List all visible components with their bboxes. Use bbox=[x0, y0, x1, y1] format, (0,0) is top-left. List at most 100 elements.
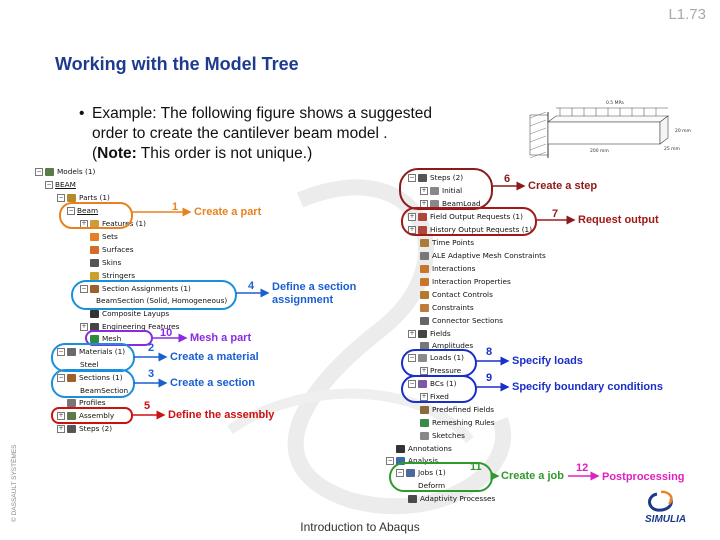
collapse-toggle-icon[interactable]: − bbox=[386, 457, 394, 465]
collapse-toggle-icon[interactable]: − bbox=[57, 194, 65, 202]
expand-toggle-icon[interactable]: + bbox=[408, 330, 416, 338]
step-number-6: 6 bbox=[504, 173, 511, 185]
collapse-toggle-icon[interactable]: − bbox=[396, 469, 404, 477]
collapse-toggle-icon[interactable]: − bbox=[57, 374, 65, 382]
collapse-toggle-icon[interactable]: − bbox=[408, 354, 416, 362]
label-assignment: assignment bbox=[272, 294, 334, 306]
expand-toggle-icon[interactable]: + bbox=[408, 226, 416, 234]
tree-item-predefined-fields[interactable]: Predefined Fields bbox=[420, 404, 494, 415]
tree-item-steel[interactable]: Steel bbox=[80, 360, 99, 369]
footer-text: Introduction to Abaqus bbox=[300, 520, 420, 534]
collapse-toggle-icon[interactable]: − bbox=[408, 174, 416, 182]
tree-item-composite-layups[interactable]: Composite Layups bbox=[90, 308, 169, 319]
tree-item-sketches[interactable]: Sketches bbox=[420, 430, 465, 441]
annotations-icon bbox=[396, 445, 405, 453]
tree-item-constraints[interactable]: Constraints bbox=[420, 302, 474, 313]
tree-item-contact-controls[interactable]: Contact Controls bbox=[420, 289, 493, 300]
label-mesh-part: Mesh a part bbox=[190, 332, 252, 344]
simulia-logo: SIMULIA bbox=[643, 490, 703, 534]
tree-item-deform[interactable]: Deform bbox=[418, 481, 446, 490]
expand-toggle-icon[interactable]: + bbox=[57, 412, 65, 420]
tree-item-time-points[interactable]: Time Points bbox=[420, 237, 474, 248]
label-create-section: Create a section bbox=[170, 377, 255, 389]
analysis-icon bbox=[396, 457, 405, 465]
tree-item-fixed[interactable]: +Fixed bbox=[420, 392, 449, 401]
sections-icon bbox=[67, 374, 76, 382]
note-text: This order is not unique.) bbox=[136, 145, 313, 162]
label-create-job: Create a job bbox=[501, 470, 564, 482]
stringers-icon bbox=[90, 272, 99, 280]
tree-item-models[interactable]: −Models (1) bbox=[35, 167, 96, 176]
tree-item-analysis[interactable]: −Analysis bbox=[386, 456, 439, 465]
tree-item-connector-sections[interactable]: Connector Sections bbox=[420, 315, 503, 326]
tree-item-sets[interactable]: Sets bbox=[90, 231, 118, 242]
collapse-toggle-icon[interactable]: − bbox=[67, 207, 75, 215]
tree-item-step-initial[interactable]: +Initial bbox=[420, 186, 463, 195]
tree-item-surfaces[interactable]: Surfaces bbox=[90, 244, 134, 255]
tree-item-beamsection[interactable]: BeamSection bbox=[80, 386, 129, 395]
collapse-toggle-icon[interactable]: − bbox=[80, 285, 88, 293]
connector-sections-icon bbox=[420, 317, 429, 325]
tree-item-mesh[interactable]: Mesh bbox=[90, 333, 121, 344]
tree-item-steps[interactable]: −Steps (2) bbox=[408, 173, 464, 182]
tree-item-pressure[interactable]: +Pressure bbox=[420, 366, 462, 375]
tree-item-field-output[interactable]: +Field Output Requests (1) bbox=[408, 212, 523, 221]
tree-item-parts[interactable]: −Parts (1) bbox=[57, 193, 110, 202]
tree-item-remeshing-rules[interactable]: Remeshing Rules bbox=[420, 417, 495, 428]
label-request-output: Request output bbox=[578, 214, 659, 226]
expand-toggle-icon[interactable]: + bbox=[420, 393, 428, 401]
collapse-toggle-icon[interactable]: − bbox=[57, 348, 65, 356]
step-number-1: 1 bbox=[172, 201, 179, 213]
step-number-12: 12 bbox=[576, 462, 589, 474]
tree-item-skins[interactable]: Skins bbox=[90, 257, 121, 268]
tree-item-sections[interactable]: −Sections (1) bbox=[57, 373, 123, 382]
expand-toggle-icon[interactable]: + bbox=[420, 367, 428, 375]
tree-item-profiles[interactable]: Profiles bbox=[67, 397, 106, 408]
label-create-material: Create a material bbox=[170, 351, 259, 363]
tree-item-steps[interactable]: +Steps (2) bbox=[57, 424, 113, 433]
surfaces-icon bbox=[90, 246, 99, 254]
tree-item-assembly[interactable]: +Assembly bbox=[57, 411, 115, 420]
expand-toggle-icon[interactable]: + bbox=[57, 425, 65, 433]
expand-toggle-icon[interactable]: + bbox=[420, 187, 428, 195]
tree-item-stringers[interactable]: Stringers bbox=[90, 270, 135, 281]
tree-item-fields[interactable]: +Fields bbox=[408, 329, 451, 338]
expand-toggle-icon[interactable]: + bbox=[408, 213, 416, 221]
tree-item-engineering-features[interactable]: +Engineering Features bbox=[80, 322, 180, 331]
tree-item-adaptivity-processes[interactable]: Adaptivity Processes bbox=[408, 493, 495, 504]
tree-item-materials[interactable]: −Materials (1) bbox=[57, 347, 126, 356]
tree-item-beamsection-assignment[interactable]: BeamSection (Solid, Homogeneous) bbox=[96, 296, 228, 305]
sets-icon bbox=[90, 233, 99, 241]
tree-item-interactions[interactable]: Interactions bbox=[420, 263, 475, 274]
ale-icon bbox=[420, 252, 429, 260]
collapse-toggle-icon[interactable]: − bbox=[45, 181, 53, 189]
predefined-fields-icon bbox=[420, 406, 429, 414]
tree-item-jobs[interactable]: −Jobs (1) bbox=[396, 468, 446, 477]
label-specify-loads: Specify loads bbox=[512, 355, 583, 367]
bullet-line-1: Example: The following figure shows a su… bbox=[92, 105, 433, 122]
tree-item-part-beam[interactable]: −Beam bbox=[67, 206, 99, 215]
tree-item-bcs[interactable]: −BCs (1) bbox=[408, 379, 457, 388]
tree-item-beam-model[interactable]: −BEAM bbox=[45, 180, 76, 189]
tree-item-history-output[interactable]: +History Output Requests (1) bbox=[408, 225, 533, 234]
tree-item-annotations[interactable]: Annotations bbox=[396, 443, 452, 454]
tree-item-section-assignments[interactable]: −Section Assignments (1) bbox=[80, 284, 191, 293]
expand-toggle-icon[interactable]: + bbox=[80, 323, 88, 331]
collapse-toggle-icon[interactable]: − bbox=[35, 168, 43, 176]
tree-item-amplitudes[interactable]: Amplitudes bbox=[420, 340, 473, 351]
interactions-icon bbox=[420, 265, 429, 273]
step-number-8: 8 bbox=[486, 346, 493, 358]
steps-icon bbox=[418, 174, 427, 182]
materials-icon bbox=[67, 348, 76, 356]
mesh-icon bbox=[90, 335, 99, 343]
sketches-icon bbox=[420, 432, 429, 440]
collapse-toggle-icon[interactable]: − bbox=[408, 380, 416, 388]
step-number-3: 3 bbox=[148, 368, 155, 380]
tree-item-interaction-properties[interactable]: Interaction Properties bbox=[420, 276, 511, 287]
copyright-text: © DASSAULT SYSTÈMES bbox=[9, 444, 18, 522]
tree-item-ale[interactable]: ALE Adaptive Mesh Constraints bbox=[420, 250, 546, 261]
tree-item-loads[interactable]: −Loads (1) bbox=[408, 353, 464, 362]
highlight-part bbox=[59, 202, 133, 229]
